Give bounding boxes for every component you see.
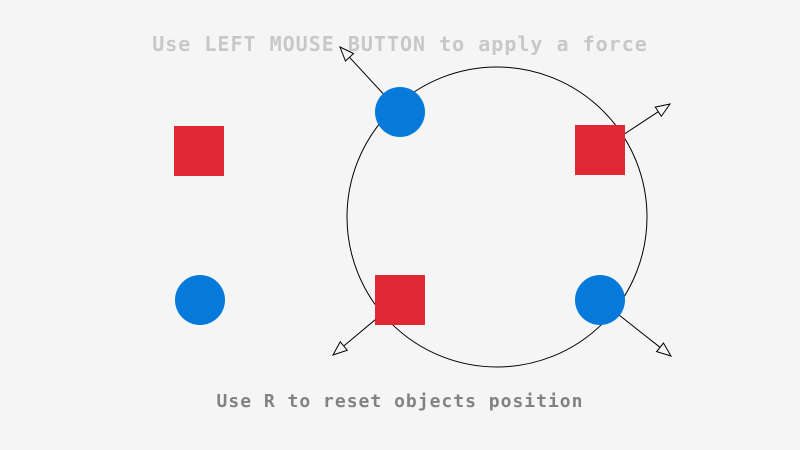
instruction-apply-force: Use LEFT MOUSE BUTTON to apply a force xyxy=(152,32,648,56)
blue-circle-bottom-left[interactable] xyxy=(175,275,225,325)
instruction-reset-objects: Use R to reset objects position xyxy=(216,391,584,412)
force-arrow-head-icon xyxy=(655,342,673,357)
boundary-circle xyxy=(346,66,648,368)
red-square-top-right[interactable] xyxy=(575,125,625,175)
red-square-center[interactable] xyxy=(375,275,425,325)
red-square-top-left[interactable] xyxy=(174,126,224,176)
blue-circle-top[interactable] xyxy=(375,87,425,137)
force-arrow-head-icon xyxy=(331,340,349,356)
blue-circle-bottom-right[interactable] xyxy=(575,275,625,325)
force-arrow-head-icon xyxy=(339,45,355,62)
force-arrow-head-icon xyxy=(654,103,672,118)
